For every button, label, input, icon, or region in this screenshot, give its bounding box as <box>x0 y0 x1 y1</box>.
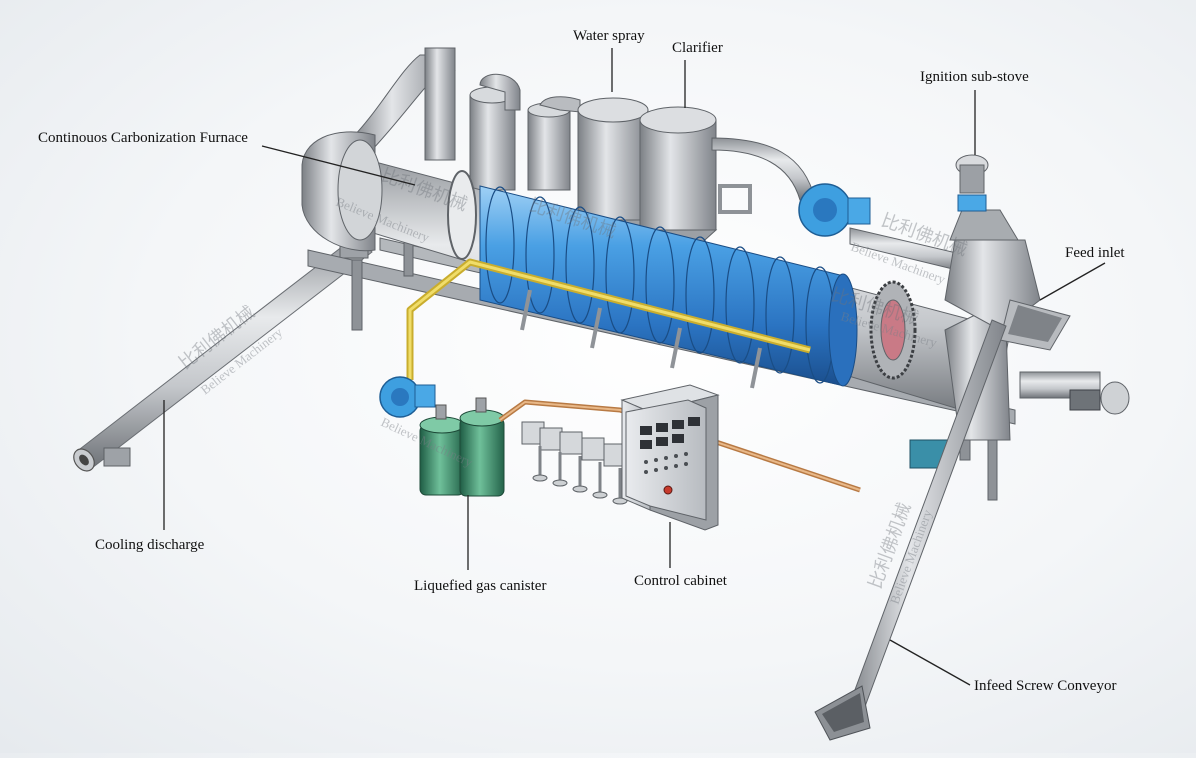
label-furnace: Continouos Carbonization Furnace <box>38 130 248 146</box>
gas-blower <box>379 376 436 418</box>
induced-draft-fan <box>798 183 871 237</box>
clarifier-vessel <box>638 106 718 249</box>
gas-supply-pipe <box>406 258 811 389</box>
label-clarifier: Clarifier <box>672 40 723 56</box>
feed-drive-unit <box>909 371 1130 469</box>
liquefied-gas-canisters <box>419 397 505 497</box>
label-liquefied-gas: Liquefied gas canister <box>414 578 547 594</box>
label-cooling-discharge: Cooling discharge <box>95 537 205 553</box>
label-ignition-sub-stove: Ignition sub-stove <box>920 69 1029 85</box>
copper-pipe <box>498 399 861 493</box>
label-control-cabinet: Control cabinet <box>634 573 727 589</box>
label-water-spray: Water spray <box>573 28 645 44</box>
control-cabinet <box>620 384 720 531</box>
cooling-discharge-tube <box>73 235 373 472</box>
feed-inlet-hopper <box>999 299 1071 351</box>
burner-valves <box>521 421 628 505</box>
infeed-screw-conveyor <box>814 319 1007 741</box>
label-screw-conveyor: Infeed Screw Conveyor <box>974 678 1117 694</box>
flue-ducts <box>349 47 581 191</box>
label-feed-inlet: Feed inlet <box>1065 245 1125 261</box>
leader-lines <box>163 48 1106 686</box>
